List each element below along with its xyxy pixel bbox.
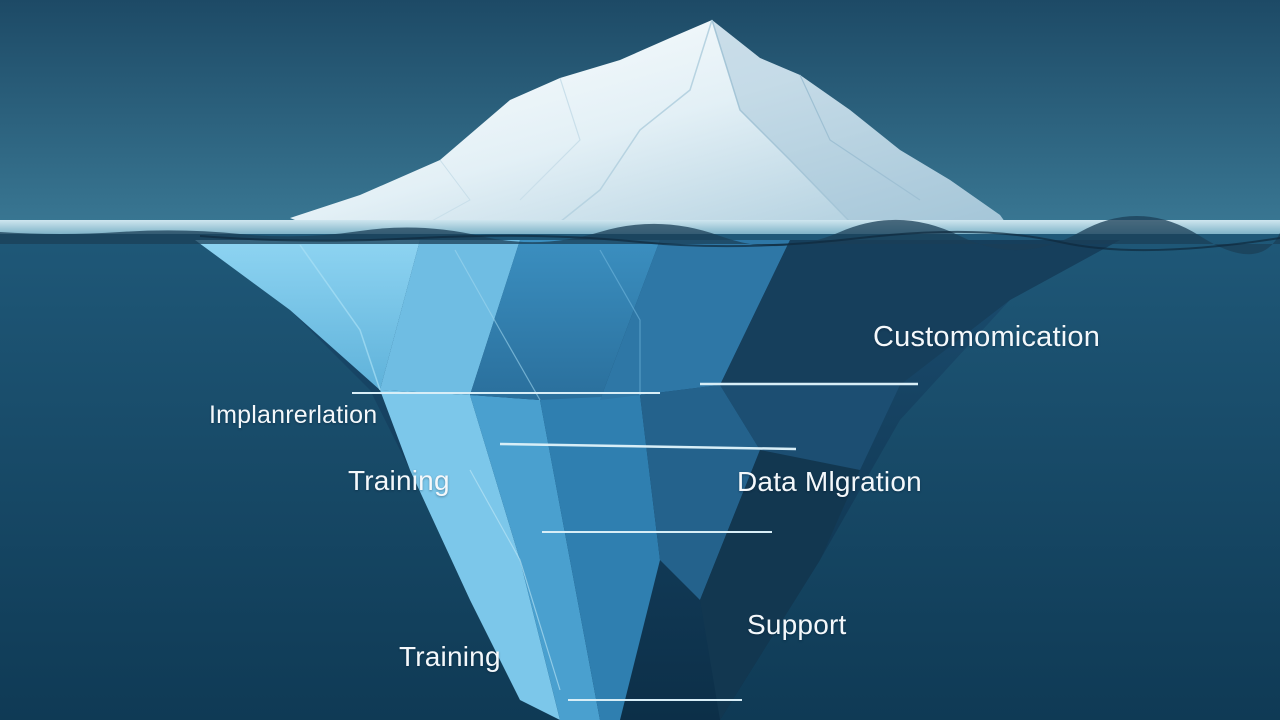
label-support: Support [747, 609, 847, 640]
label-customization: Customomication [873, 321, 1101, 353]
label-training-lower: Training [399, 641, 501, 672]
layer-line-mid [499, 442, 797, 451]
label-data-migration: Data Mlgration [737, 466, 922, 497]
water-surface [0, 215, 1280, 255]
label-training-upper: Training [348, 465, 450, 496]
iceberg-peak [290, 19, 1005, 223]
label-implementation: Implanrerlation [209, 401, 378, 429]
iceberg-underwater [195, 240, 1120, 720]
layer-lines [352, 382, 918, 701]
